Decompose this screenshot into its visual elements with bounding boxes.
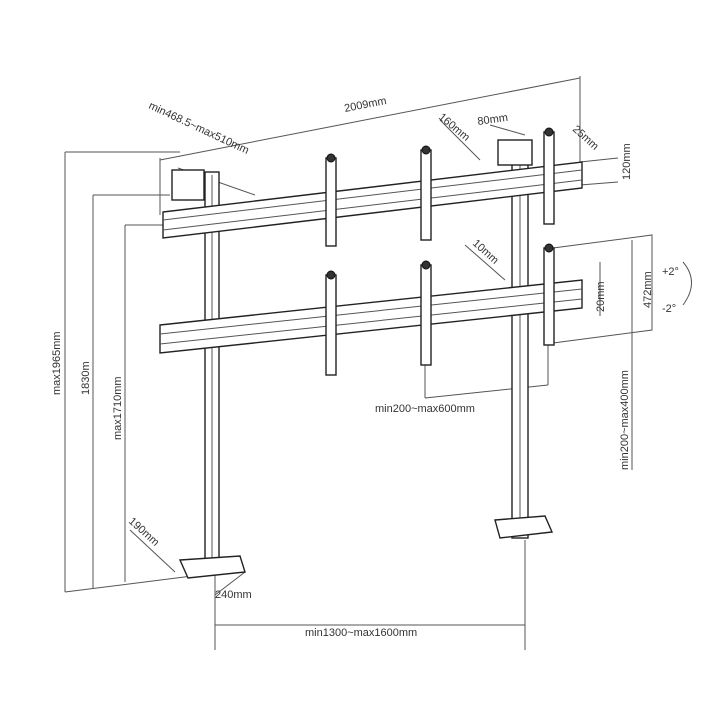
dimension-labels: 2009mm min468.5~max510mm 160mm 80mm 25mm… (51, 95, 679, 639)
lower-beam (159, 279, 583, 354)
right-foot (494, 515, 554, 539)
label-tilt-up: +2° (662, 266, 679, 278)
label-vesa-vertical: min200~max400mm (619, 370, 631, 470)
label-bracket-depth: 160mm (436, 111, 472, 144)
label-tilt-down: -2° (662, 303, 676, 315)
dimension-lines (64, 76, 692, 650)
label-foot-width: 240mm (215, 589, 252, 601)
label-arm-range: min468.5~max510mm (147, 100, 251, 157)
label-foot-depth: 190mm (126, 515, 161, 548)
label-beam-offset: 25mm (570, 123, 601, 152)
label-overall-width: 2009mm (343, 95, 387, 115)
label-bracket-width: 80mm (477, 112, 509, 128)
right-post (511, 149, 529, 539)
label-bracket-height: 472mm (642, 271, 654, 308)
left-post (204, 171, 220, 573)
label-post-spacing: min1300~max1600mm (305, 627, 417, 639)
mount-brackets (171, 127, 555, 376)
label-height-max: max1965mm (51, 331, 63, 395)
left-foot (178, 555, 246, 579)
label-beam-height: 120mm (621, 143, 633, 180)
label-vertical-adjust: 20mm (595, 281, 607, 312)
label-vesa-horizontal: min200~max600mm (375, 403, 475, 415)
label-height-low: max1710mm (112, 376, 124, 440)
label-height-mid: 1830m (80, 361, 92, 395)
upper-beam (162, 161, 583, 239)
